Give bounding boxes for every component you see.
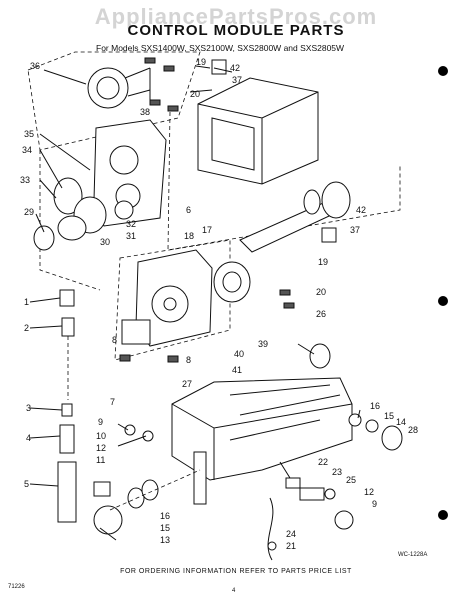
callout-13: 13 xyxy=(160,535,171,545)
callout-31: 31 xyxy=(126,231,137,241)
callout-1: 1 xyxy=(24,297,30,307)
callout-29: 29 xyxy=(24,207,35,217)
page-code: 71226 xyxy=(8,584,25,590)
callout-32: 32 xyxy=(126,219,137,229)
page-number: 4 xyxy=(232,588,236,594)
callout-20: 20 xyxy=(190,89,201,99)
callout-11: 11 xyxy=(96,455,106,465)
watermark: AppliancePartsPros.com xyxy=(94,4,378,29)
callout-39: 39 xyxy=(258,339,269,349)
callout-28: 28 xyxy=(408,425,419,435)
callout-37b: 37 xyxy=(350,225,361,235)
callout-40: 40 xyxy=(234,349,245,359)
callout-27: 27 xyxy=(182,379,193,389)
callout-34: 34 xyxy=(22,145,33,155)
callout-30: 30 xyxy=(100,237,111,247)
callout-22: 22 xyxy=(318,457,329,467)
callout-9: 9 xyxy=(98,417,104,427)
callout-15: 15 xyxy=(384,411,395,421)
callout-42b: 42 xyxy=(356,205,367,215)
callout-12b: 12 xyxy=(364,487,375,497)
callout-3: 3 xyxy=(26,403,32,413)
callout-12: 12 xyxy=(96,443,107,453)
figure-code: WC-1228A xyxy=(398,552,428,558)
callout-17: 17 xyxy=(202,225,213,235)
callout-41: 41 xyxy=(232,365,243,375)
callout-16b: 16 xyxy=(160,511,171,521)
callout-26: 26 xyxy=(316,309,327,319)
callout-8b: 8 xyxy=(186,355,192,365)
callout-9b: 9 xyxy=(372,499,378,509)
callout-7: 7 xyxy=(110,397,116,407)
callout-16: 16 xyxy=(370,401,381,411)
callout-20b: 20 xyxy=(316,287,327,297)
callout-4: 4 xyxy=(26,433,32,443)
callout-25: 25 xyxy=(346,475,357,485)
binder-hole xyxy=(438,66,448,76)
callout-18: 18 xyxy=(184,231,195,241)
callout-21: 21 xyxy=(286,541,297,551)
binder-hole xyxy=(438,510,448,520)
callout-35: 35 xyxy=(24,129,35,139)
models-line: For Models SXS1400W, SXS2100W, SXS2800W … xyxy=(96,43,345,53)
callout-14: 14 xyxy=(396,417,407,427)
callout-38: 38 xyxy=(140,107,151,117)
callout-42: 42 xyxy=(230,63,241,73)
callout-8: 8 xyxy=(112,335,118,345)
callout-2: 2 xyxy=(24,323,30,333)
callout-24: 24 xyxy=(286,529,297,539)
callout-15b: 15 xyxy=(160,523,171,533)
callout-19: 19 xyxy=(196,57,207,67)
callout-10: 10 xyxy=(96,431,107,441)
callout-5: 5 xyxy=(24,479,30,489)
callout-37: 37 xyxy=(232,75,243,85)
callout-33: 33 xyxy=(20,175,31,185)
binder-hole xyxy=(438,296,448,306)
callout-19b: 19 xyxy=(318,257,329,267)
ordering-footer: FOR ORDERING INFORMATION REFER TO PARTS … xyxy=(120,568,352,575)
callout-6: 6 xyxy=(186,205,192,215)
callout-36: 36 xyxy=(30,61,41,71)
diagram-title: CONTROL MODULE PARTS xyxy=(127,22,345,39)
callout-23: 23 xyxy=(332,467,343,477)
